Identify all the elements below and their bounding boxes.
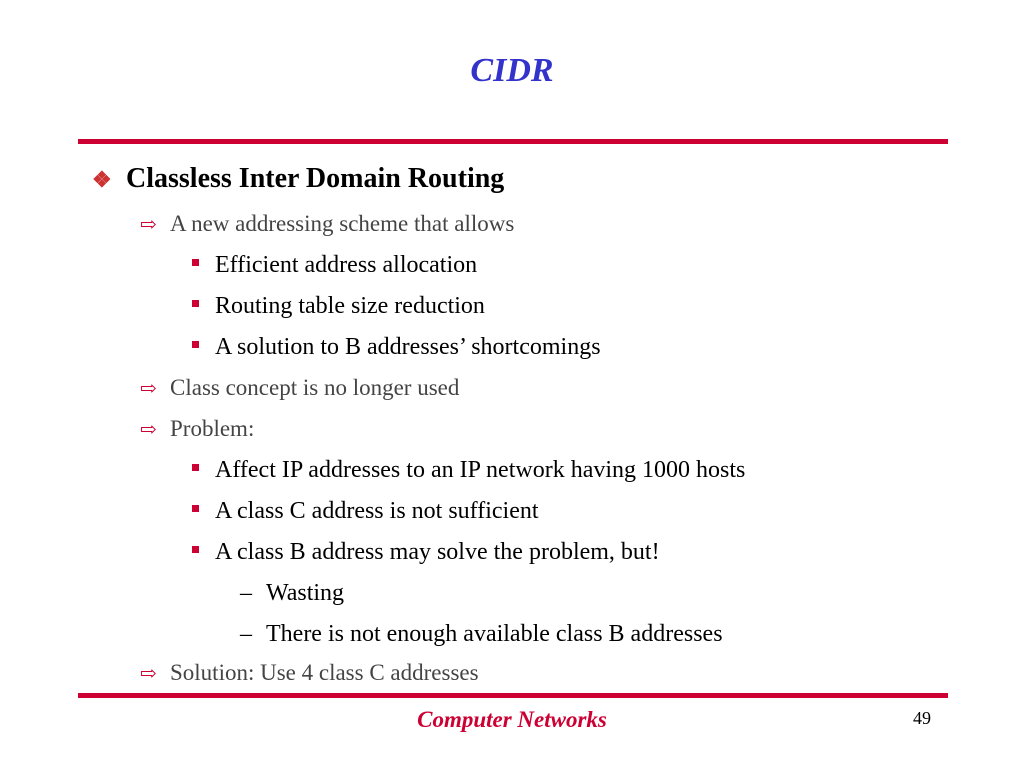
list-item: Affect IP addresses to an IP network hav…: [192, 457, 745, 484]
square-bullet-icon: [192, 463, 199, 471]
list-item: Efficient address allocation: [192, 252, 477, 279]
diamond-bullet-icon: ❖: [92, 167, 112, 192]
heading-item: ❖ Classless Inter Domain Routing: [92, 163, 504, 195]
list-item: A class B address may solve the problem,…: [192, 539, 660, 566]
square-bullet-icon: [192, 504, 199, 512]
right-arrow-icon: ⇨: [140, 378, 157, 400]
item-text: Class concept is no longer used: [170, 375, 460, 400]
list-item: –Wasting: [240, 580, 344, 607]
list-item: ⇨ Class concept is no longer used: [140, 375, 459, 401]
slide-title: CIDR: [470, 52, 554, 89]
square-bullet-icon: [192, 340, 199, 348]
right-arrow-icon: ⇨: [140, 214, 157, 236]
top-divider: [78, 139, 948, 144]
item-text: Wasting: [266, 580, 345, 606]
list-item: ⇨ A new addressing scheme that allows: [140, 211, 514, 237]
item-text: A new addressing scheme that allows: [170, 211, 515, 236]
item-text: Routing table size reduction: [215, 293, 485, 319]
list-item: Routing table size reduction: [192, 293, 485, 320]
footer-title: Computer Networks: [417, 707, 607, 732]
list-item: A class C address is not sufficient: [192, 498, 539, 525]
list-item: A solution to B addresses’ shortcomings: [192, 334, 601, 361]
item-text: There is not enough available class B ad…: [266, 621, 723, 647]
item-text: Problem:: [170, 416, 255, 441]
right-arrow-icon: ⇨: [140, 663, 157, 685]
item-text: Solution: Use 4 class C addresses: [170, 660, 479, 685]
dash-bullet-icon: –: [240, 580, 252, 606]
square-bullet-icon: [192, 299, 199, 307]
item-text: Affect IP addresses to an IP network hav…: [215, 457, 746, 483]
list-item: ⇨ Solution: Use 4 class C addresses: [140, 660, 479, 686]
square-bullet-icon: [192, 545, 199, 553]
list-item: –There is not enough available class B a…: [240, 621, 723, 648]
item-text: A class B address may solve the problem,…: [215, 539, 660, 565]
bottom-divider: [78, 693, 948, 698]
item-text: Efficient address allocation: [215, 252, 478, 278]
list-item: ⇨ Problem:: [140, 416, 254, 442]
square-bullet-icon: [192, 258, 199, 266]
heading-text: Classless Inter Domain Routing: [126, 163, 505, 194]
item-text: A class C address is not sufficient: [215, 498, 539, 524]
dash-bullet-icon: –: [240, 621, 252, 647]
page-number: 49: [913, 708, 931, 728]
item-text: A solution to B addresses’ shortcomings: [215, 334, 601, 360]
right-arrow-icon: ⇨: [140, 419, 157, 441]
